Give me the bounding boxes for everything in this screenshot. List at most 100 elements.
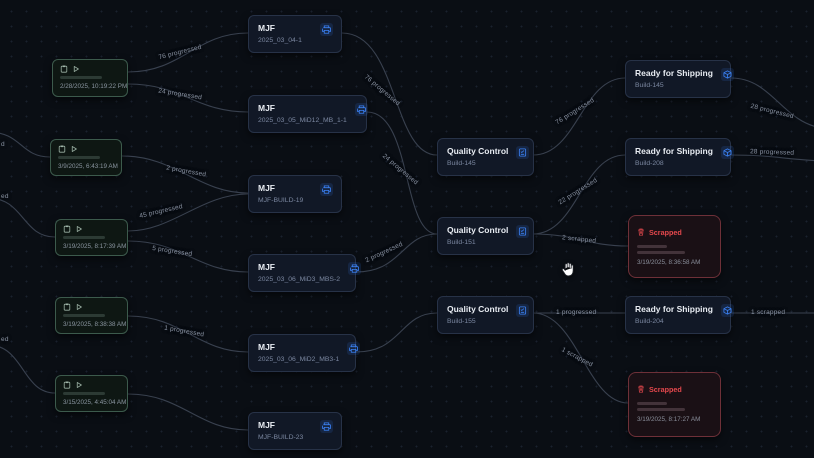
scrapped-text-placeholder (637, 245, 667, 248)
mjf-node-text: MJF MJF-BUILD-23 (258, 420, 303, 441)
hand-cursor (560, 261, 576, 283)
edge-label: 76 progressed (362, 73, 402, 108)
mjf-node[interactable]: MJF 2025_03_05_MiD12_MB_1-1 (248, 95, 368, 133)
scrapped-text-placeholder (637, 251, 685, 254)
shipping-node-text: Ready for Shipping Build-145 (635, 68, 713, 89)
source-node[interactable]: 3/9/2025, 6:43:19 AM (50, 139, 122, 176)
source-name-placeholder (63, 392, 105, 395)
edge-label: 5 progressed (151, 244, 193, 259)
edge-label: 1 progressed (163, 324, 205, 339)
scrapped-node[interactable]: Scrapped 3/19/2025, 8:36:58 AM (628, 215, 721, 278)
quality-control-node[interactable]: Quality Control Build-145 (437, 138, 534, 176)
trash-icon (637, 223, 645, 241)
node-title: Ready for Shipping (635, 68, 713, 78)
node-title: MJF (258, 103, 275, 113)
node-title: Ready for Shipping (635, 304, 713, 314)
scrapped-node[interactable]: Scrapped 3/19/2025, 8:17:27 AM (628, 372, 721, 437)
edge-label: 28 progressed (749, 148, 795, 157)
edge-label: 1 progressed (556, 309, 597, 316)
checklist-icon (516, 304, 530, 317)
source-node[interactable]: 2/28/2025, 10:19:22 PM (52, 59, 128, 97)
source-node-icons (63, 303, 120, 311)
mjf-node[interactable]: MJF MJF-BUILD-19 (248, 175, 342, 213)
printer-icon (320, 183, 333, 196)
edge-label: 2 progressed (364, 240, 404, 265)
edge-label-partial: d (1, 141, 5, 148)
scrapped-label: Scrapped (649, 384, 682, 394)
node-subtitle: 2025_03_04-1 (258, 37, 302, 44)
qc-node-text: Quality Control Build-155 (447, 304, 508, 325)
clipboard-icon (58, 145, 66, 153)
printer-icon (320, 420, 333, 433)
printer-icon (320, 23, 333, 36)
mjf-node-text: MJF 2025_03_04-1 (258, 23, 302, 44)
mjf-node-text: MJF MJF-BUILD-19 (258, 183, 303, 204)
node-subtitle: MJF-BUILD-23 (258, 434, 304, 441)
package-icon (720, 304, 734, 317)
scrapped-timestamp: 3/19/2025, 8:17:27 AM (637, 416, 701, 423)
source-timestamp: 3/15/2025, 4:45:04 AM (63, 399, 127, 406)
node-subtitle: Build-204 (635, 318, 664, 325)
edge-label: 76 progressed (157, 43, 203, 62)
node-title: Quality Control (447, 304, 509, 314)
shipping-node-text: Ready for Shipping Build-208 (635, 146, 713, 167)
source-node[interactable]: 3/15/2025, 4:45:04 AM (55, 375, 128, 412)
play-icon (70, 145, 78, 153)
scrapped-text-placeholder (637, 402, 667, 405)
source-node-icons (60, 65, 120, 73)
qc-node-text: Quality Control Build-151 (447, 225, 508, 246)
mjf-node-text: MJF 2025_03_06_MiD2_MB3-1 (258, 342, 339, 363)
clipboard-icon (60, 65, 68, 73)
source-node-icons (63, 381, 120, 389)
edge-label: 22 progressed (557, 176, 599, 207)
package-icon (720, 68, 734, 81)
mjf-node[interactable]: MJF 2025_03_06_MiD3_MBS-2 (248, 254, 361, 292)
mjf-node[interactable]: MJF MJF-BUILD-23 (248, 412, 342, 450)
quality-control-node[interactable]: Quality Control Build-155 (437, 296, 534, 334)
node-subtitle: MJF-BUILD-19 (258, 197, 304, 204)
node-subtitle: 2025_03_05_MiD12_MB_1-1 (258, 117, 347, 124)
mjf-node[interactable]: MJF 2025_03_04-1 (248, 15, 342, 53)
edge-label-partial: ed (1, 336, 9, 343)
source-name-placeholder (58, 156, 100, 159)
edge-label: 1 scrapped (751, 309, 786, 316)
node-subtitle: Build-145 (635, 82, 664, 89)
printer-icon (354, 103, 368, 116)
play-icon (75, 225, 83, 233)
node-title: MJF (258, 342, 275, 352)
scrapped-timestamp: 3/19/2025, 8:36:58 AM (637, 259, 701, 266)
package-icon (720, 146, 734, 159)
printer-icon (348, 262, 361, 275)
clipboard-icon (63, 381, 71, 389)
node-subtitle: Build-155 (447, 318, 476, 325)
node-title: Ready for Shipping (635, 146, 713, 156)
edge-label: 28 progressed (749, 102, 795, 121)
shipping-node[interactable]: Ready for Shipping Build-208 (625, 138, 734, 176)
printer-icon (347, 342, 361, 355)
edge-label: 76 progressed (554, 96, 596, 127)
node-subtitle: 2025_03_06_MiD3_MBS-2 (258, 276, 340, 283)
scrapped-text-placeholder (637, 408, 685, 411)
node-subtitle: Build-145 (447, 160, 476, 167)
source-node[interactable]: 3/19/2025, 8:17:39 AM (55, 219, 128, 256)
node-title: MJF (258, 420, 275, 430)
edge-label: 1 scrapped (560, 346, 594, 369)
shipping-node[interactable]: Ready for Shipping Build-145 (625, 60, 734, 98)
source-timestamp: 3/19/2025, 8:17:39 AM (63, 243, 127, 250)
source-timestamp: 3/9/2025, 6:43:19 AM (58, 163, 118, 170)
shipping-node[interactable]: Ready for Shipping Build-204 (625, 296, 734, 334)
trash-icon (637, 380, 645, 398)
source-node[interactable]: 3/19/2025, 8:38:38 AM (55, 297, 128, 334)
quality-control-node[interactable]: Quality Control Build-151 (437, 217, 534, 255)
play-icon (72, 65, 80, 73)
node-title: MJF (258, 262, 275, 272)
mjf-node-text: MJF 2025_03_06_MiD3_MBS-2 (258, 262, 340, 283)
mjf-node[interactable]: MJF 2025_03_06_MiD2_MB3-1 (248, 334, 361, 372)
source-timestamp: 3/19/2025, 8:38:38 AM (63, 321, 127, 328)
edge-label: 2 scrapped (561, 234, 597, 245)
shipping-node-text: Ready for Shipping Build-204 (635, 304, 713, 325)
scrapped-label: Scrapped (649, 227, 682, 237)
edge-label: 2 progressed (165, 164, 207, 179)
source-name-placeholder (63, 236, 105, 239)
